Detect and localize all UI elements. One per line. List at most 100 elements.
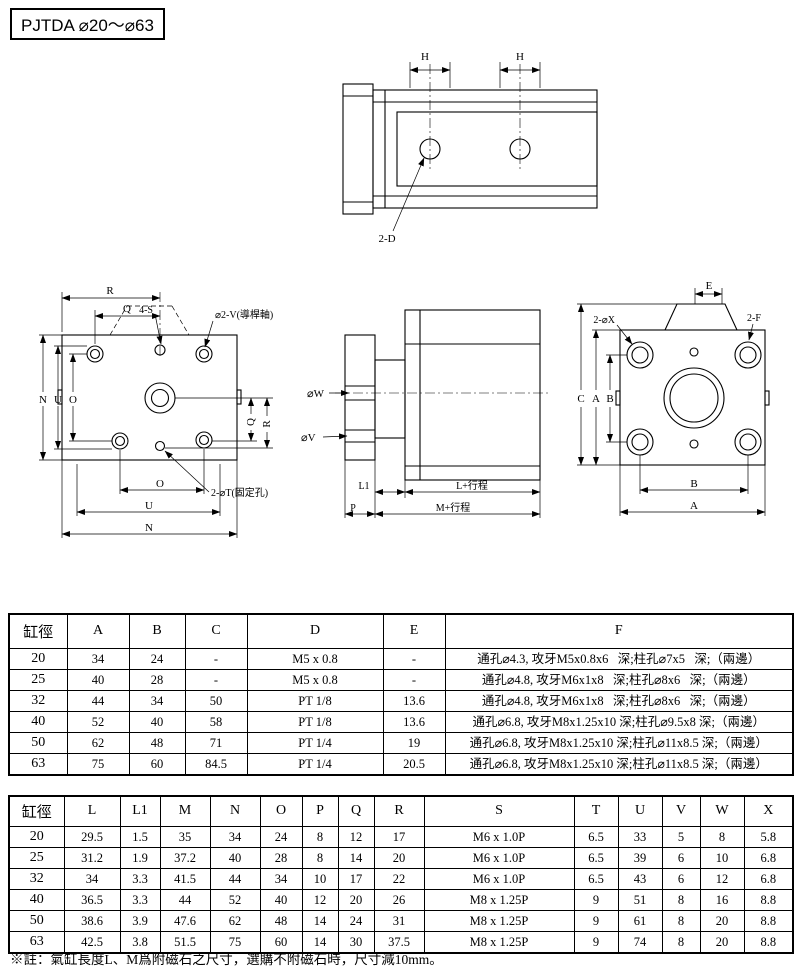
table-cell: 12 — [337, 825, 375, 848]
hole-label-2f: 2-F — [747, 313, 761, 324]
table-cell: 24 — [259, 825, 303, 848]
table-cell: M8 x 1.25P — [423, 888, 575, 911]
column-header-1: A — [66, 613, 130, 649]
table-cell: 16 — [699, 888, 745, 911]
column-header-4: D — [246, 613, 384, 649]
table-cell: M8 x 1.25P — [423, 909, 575, 932]
top-view-drawing: H H 2-D — [342, 51, 598, 245]
column-header-2: L1 — [119, 795, 161, 827]
column-header-3: M — [159, 795, 211, 827]
table-cell: 47.6 — [159, 909, 211, 932]
table-cell: 20 — [8, 647, 68, 670]
table-cell: 29.5 — [63, 825, 121, 848]
dim-label-w: ⌀W — [307, 388, 325, 400]
table-cell: - — [382, 647, 446, 670]
table-cell: 20 — [337, 888, 375, 911]
table-cell: 14 — [337, 846, 375, 869]
column-header-5: E — [382, 613, 446, 649]
dim-label-q-right: Q — [245, 418, 257, 426]
table-cell: 8 — [699, 825, 745, 848]
footnote: ※註：氣缸長度L、M爲附磁石之尺寸，選購不附磁石時，尺寸減10mm。 — [10, 952, 443, 967]
column-header-0: 缸徑 — [8, 613, 68, 649]
table-cell: 通孔⌀4.8, 攻牙M6x1x8 深;柱孔⌀8x6 深;（兩邊） — [444, 689, 794, 712]
table-cell: 9 — [573, 888, 619, 911]
dim-label-p: P — [350, 503, 356, 514]
dim-label-n-left: N — [39, 394, 47, 406]
table-cell: M8 x 1.25P — [423, 930, 575, 953]
table-cell: 17 — [337, 867, 375, 890]
table-cell: 44 — [209, 867, 261, 890]
column-header-10: T — [573, 795, 619, 827]
table-cell: 通孔⌀4.8, 攻牙M6x1x8 深;柱孔⌀8x6 深;（兩邊） — [444, 668, 794, 691]
table-cell: 1.5 — [119, 825, 161, 848]
table-cell: 62 — [66, 731, 130, 754]
table-cell: 50 — [8, 909, 65, 932]
table-cell: 28 — [259, 846, 303, 869]
dim-label-n-bottom: N — [145, 522, 153, 534]
table-cell: 20 — [373, 846, 425, 869]
table-cell: 9 — [573, 909, 619, 932]
column-header-13: W — [699, 795, 745, 827]
hole-label-2t: 2-⌀T(固定孔) — [211, 486, 268, 499]
table-cell: 19 — [382, 731, 446, 754]
table-cell: 38.6 — [63, 909, 121, 932]
dim-label-u-bottom: U — [145, 500, 153, 512]
table-cell: 75 — [66, 752, 130, 775]
table-cell: 39 — [617, 846, 663, 869]
column-header-5: O — [259, 795, 303, 827]
table-cell: 14 — [301, 909, 339, 932]
table-cell: 3.3 — [119, 888, 161, 911]
table-cell: 17 — [373, 825, 425, 848]
dim-label-c: C — [577, 393, 584, 405]
table-cell: 28 — [128, 668, 186, 691]
table-cell: 34 — [259, 867, 303, 890]
table-cell: 12 — [699, 867, 745, 890]
table-cell: 8 — [661, 930, 701, 953]
dim-label-b-left: B — [606, 393, 613, 405]
side-view-drawing: ⌀W ⌀V L1 L+行程 P M+行程 — [301, 309, 549, 518]
table-cell: 61 — [617, 909, 663, 932]
table-cell: 62 — [209, 909, 261, 932]
table-cell: 26 — [373, 888, 425, 911]
table-cell: - — [184, 647, 248, 670]
table-cell: 通孔⌀4.3, 攻牙M5x0.8x6 深;柱孔⌀7x5 深;（兩邊） — [444, 647, 794, 670]
table-cell: 6 — [661, 846, 701, 869]
dim-label-v: ⌀V — [301, 432, 316, 444]
table-cell: 58 — [184, 710, 248, 733]
table-cell: M6 x 1.0P — [423, 846, 575, 869]
table-cell: 8.8 — [743, 888, 794, 911]
table-cell: 63 — [8, 752, 68, 775]
table-cell: 6.8 — [743, 846, 794, 869]
dim-label-m-stroke: M+行程 — [436, 501, 471, 514]
table-cell: 13.6 — [382, 710, 446, 733]
table-cell: 40 — [259, 888, 303, 911]
table-cell: 44 — [159, 888, 211, 911]
dim-label-l1: L1 — [358, 481, 369, 492]
table-cell: 8 — [661, 888, 701, 911]
table-cell: 1.9 — [119, 846, 161, 869]
table-cell: 6 — [661, 867, 701, 890]
dim-label-r-right: R — [261, 420, 273, 428]
table-cell: 41.5 — [159, 867, 211, 890]
table-cell: 50 — [184, 689, 248, 712]
table-cell: 20.5 — [382, 752, 446, 775]
table-cell: 24 — [128, 647, 186, 670]
column-header-2: B — [128, 613, 186, 649]
table-cell: 9 — [573, 930, 619, 953]
table-cell: M6 x 1.0P — [423, 867, 575, 890]
dim-label-o-left: O — [69, 394, 77, 406]
table-cell: 51 — [617, 888, 663, 911]
table-cell: 63 — [8, 930, 65, 953]
table-cell: 34 — [128, 689, 186, 712]
column-header-6: P — [301, 795, 339, 827]
table-cell: 25 — [8, 846, 65, 869]
dim-label-a-left: A — [592, 393, 600, 405]
